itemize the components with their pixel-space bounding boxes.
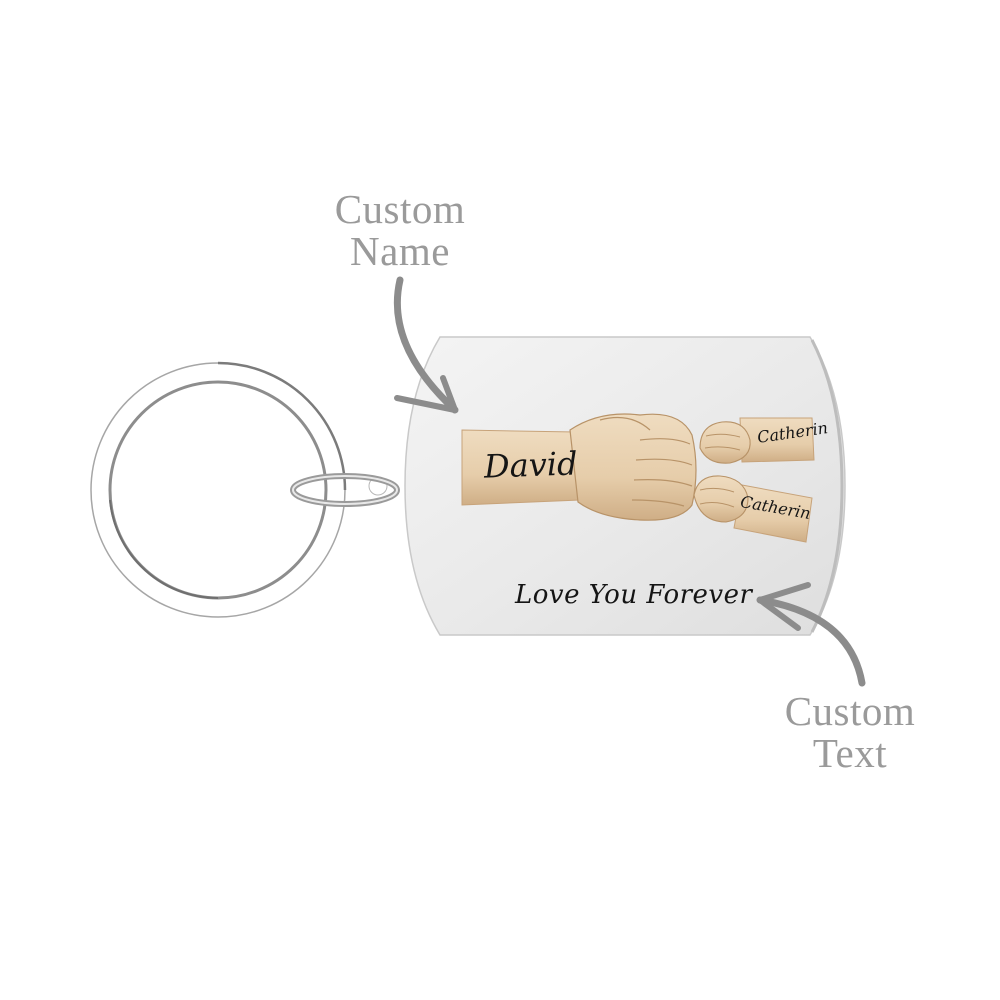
engraved-message: Love You Forever: [515, 580, 753, 610]
custom-text-label: Custom Text: [750, 690, 950, 774]
custom-text-line1: Custom: [784, 688, 916, 734]
custom-name-label: Custom Name: [300, 188, 500, 272]
custom-name-line2: Name: [350, 228, 450, 274]
custom-name-line1: Custom: [334, 186, 466, 232]
custom-text-line2: Text: [812, 730, 888, 776]
